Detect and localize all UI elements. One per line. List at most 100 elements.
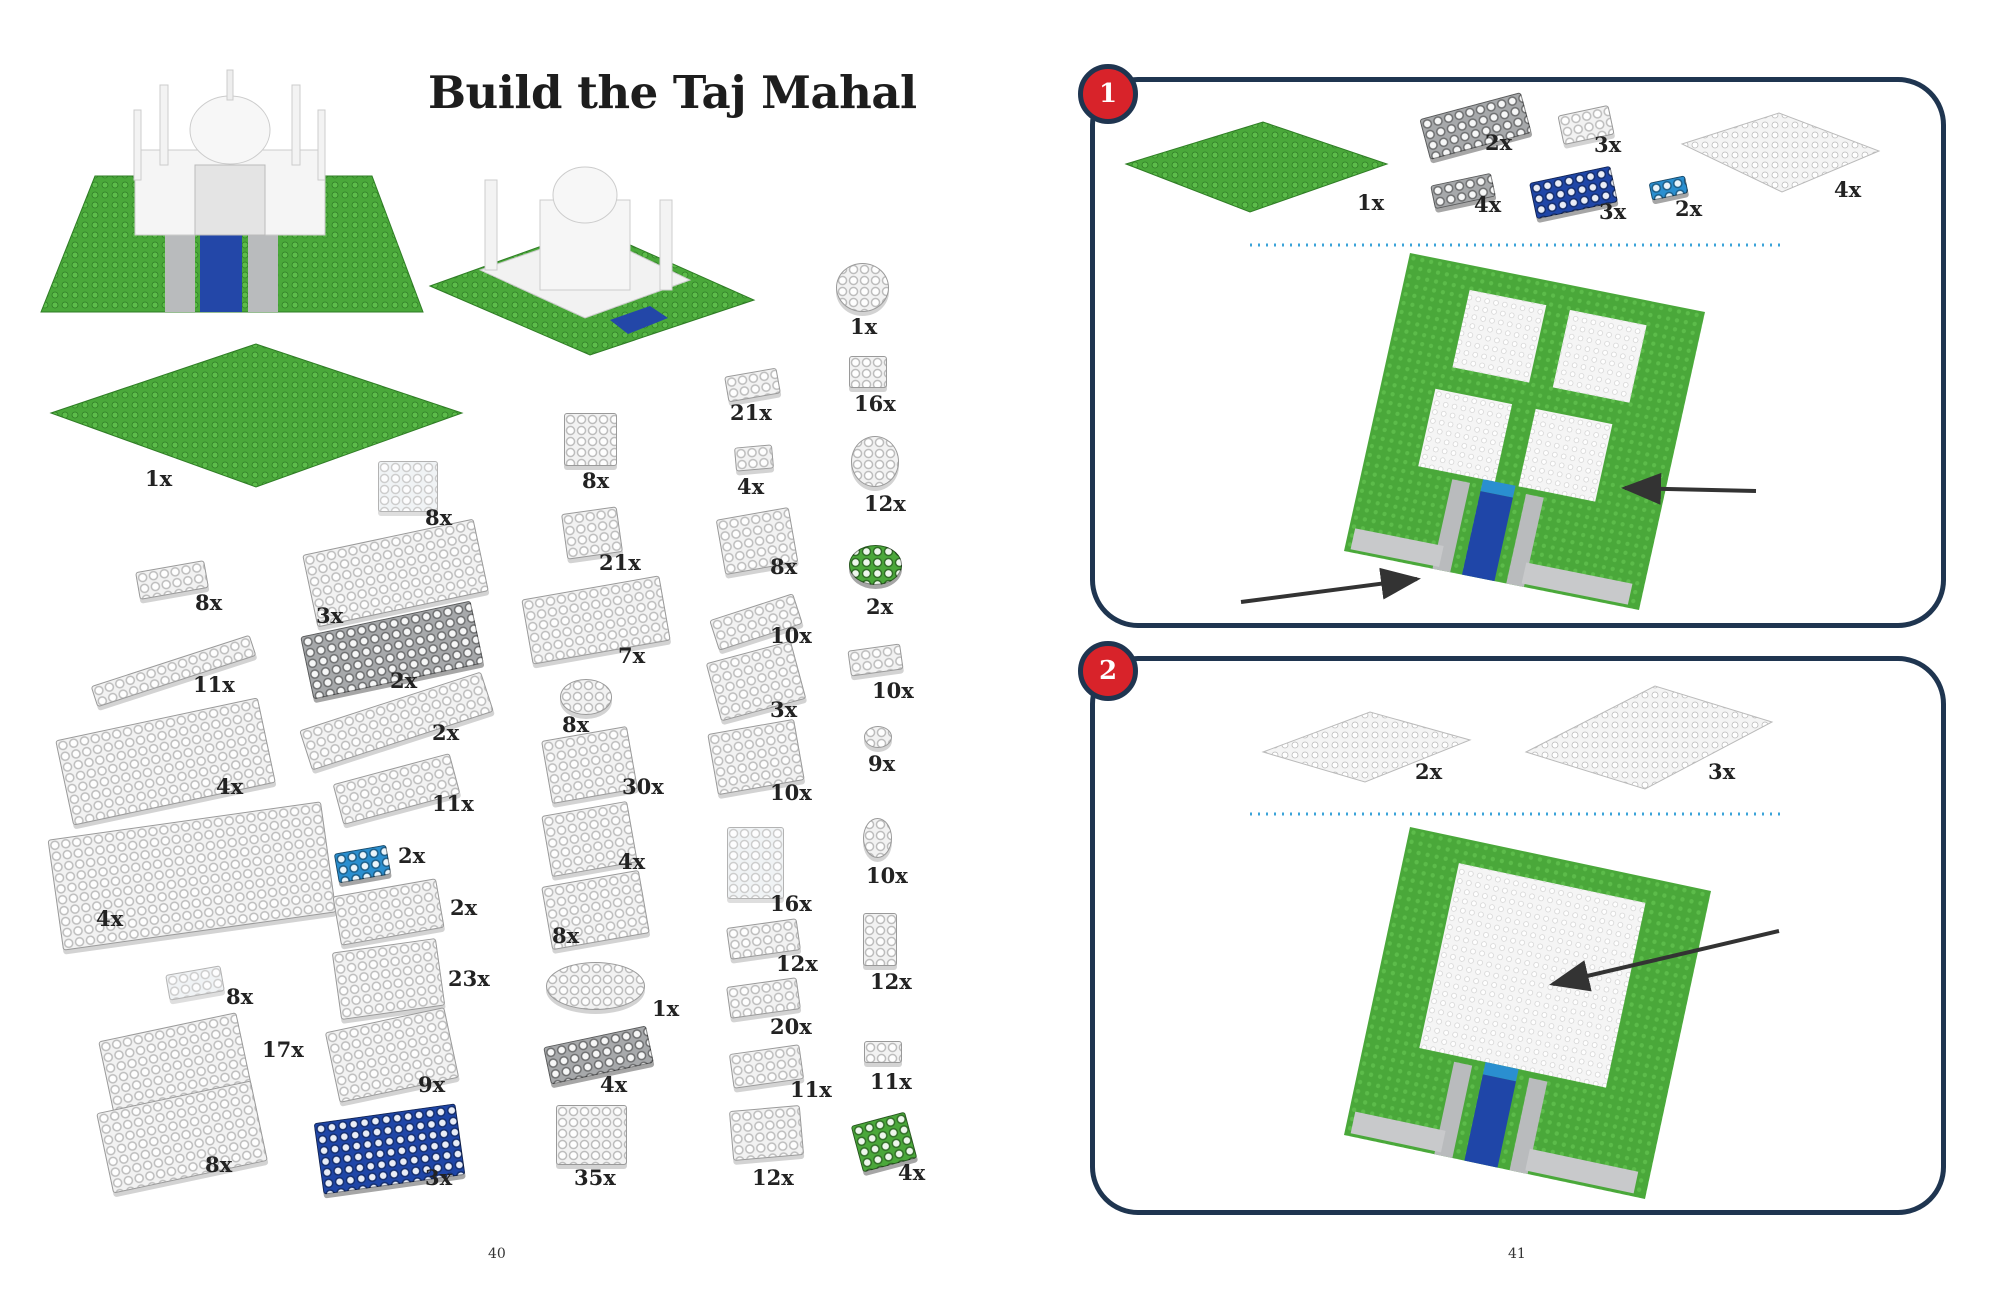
part-quantity-label: 2x [390,668,418,693]
part-quantity-label: 17x [262,1037,304,1062]
part-round-plate-1x1 [864,726,892,748]
part-quantity-label: 11x [870,1069,912,1094]
part-quantity-label: 1x [145,466,173,491]
part-quantity-label: 10x [866,863,908,888]
part-quantity-label: 12x [870,969,912,994]
part-plate-1x2 [165,965,225,1001]
part-quantity-label: 11x [432,791,474,816]
part-quantity-label: 8x [425,505,453,530]
step1-part-quantity-label: 3x [1599,199,1627,224]
part-quantity-label: 9x [418,1072,446,1097]
part-brick-2x2 [728,1105,805,1161]
part-round-plate-4x4 [546,962,645,1010]
part-quantity-label: 4x [618,849,646,874]
part-dome [836,263,889,312]
part-quantity-label: 21x [599,550,641,575]
part-quantity-label: 1x [850,314,878,339]
part-quantity-label: 30x [622,774,664,799]
step1-part [1419,92,1532,160]
step-1-panel [1090,77,1946,628]
part-quantity-label: 35x [574,1165,616,1190]
part-brick-2x4 [331,938,446,1020]
part-quantity-label: 4x [216,774,244,799]
part-quantity-label: 16x [854,391,896,416]
part-curved-slope [564,413,617,466]
part-quantity-label: 8x [195,590,223,615]
part-plate-1x1 [734,444,774,472]
part-round-brick-1x1 [863,818,892,858]
part-quantity-label: 12x [752,1165,794,1190]
part-quantity-label: 16x [770,891,812,916]
part-tile-1x2 [724,367,781,403]
part-quantity-label: 3x [425,1165,453,1190]
step1-part-quantity-label: 2x [1485,130,1513,155]
part-quantity-label: 10x [770,623,812,648]
taj-mahal-model-angled-view [428,166,756,356]
part-quantity-label: 11x [193,672,235,697]
step1-part-quantity-label: 2x [1675,196,1703,221]
part-baseplate-green [49,343,464,488]
part-brick-1x1x2 [863,913,897,966]
page-title: Build the Taj Mahal [428,66,917,119]
part-quantity-label: 8x [770,554,798,579]
part-round-plate-2x2 [560,679,612,715]
part-quantity-label: 23x [448,966,490,991]
part-quantity-label: 4x [96,906,124,931]
part-slope [849,356,887,388]
step1-white-plate-8x8 [1680,112,1881,193]
part-plate-1x2 [333,844,392,884]
step2-white-plate-4x6 [1261,711,1472,783]
part-quantity-label: 12x [776,951,818,976]
page-number-left: 40 [488,1246,506,1262]
part-quantity-label: 3x [770,697,798,722]
part-quantity-label: 8x [552,923,580,948]
part-panel-1x2x3 [727,827,784,899]
part-quantity-label: 8x [226,984,254,1009]
part-brick-2x2 [556,1105,627,1165]
part-quantity-label: 3x [316,603,344,628]
step2-part-quantity-label: 3x [1708,759,1736,784]
step2-assembly-diagram [1343,827,1711,1199]
step2-arrow [1549,929,1780,992]
part-plate-8x8 [47,801,337,951]
part-quantity-label: 8x [205,1152,233,1177]
part-plate-2x4 [332,878,445,946]
part-quantity-label: 2x [450,895,478,920]
step2-white-plate-4x8 [1524,685,1774,790]
part-plant [849,545,902,585]
step-2-panel [1090,656,1946,1215]
step1-part-quantity-label: 3x [1594,132,1622,157]
part-quantity-label: 4x [600,1072,628,1097]
part-quantity-label: 4x [898,1160,926,1185]
part-quantity-label: 2x [866,594,894,619]
step1-part-quantity-label: 4x [1834,177,1862,202]
step1-part-quantity-label: 1x [1357,190,1385,215]
part-tile-2x2 [726,977,801,1019]
part-brick-1x2 [378,461,438,512]
part-quantity-label: 7x [618,643,646,668]
part-quantity-label: 20x [770,1014,812,1039]
step1-assembly-diagram [1343,253,1706,611]
part-tile-1x1 [864,1041,902,1063]
part-quantity-label: 10x [872,678,914,703]
part-quantity-label: 8x [562,712,590,737]
part-quantity-label: 4x [737,474,765,499]
part-quantity-label: 21x [730,400,772,425]
taj-mahal-model-front-view [40,69,424,313]
part-quantity-label: 11x [790,1077,832,1102]
part-quantity-label: 12x [864,491,906,516]
part-quantity-label: 1x [652,996,680,1021]
part-round-brick-2x2 [851,436,899,487]
step1-arrow-left [1240,567,1421,604]
part-quantity-label: 9x [868,751,896,776]
part-quantity-label: 2x [432,720,460,745]
step-1-badge: 1 [1078,64,1138,124]
step1-arrow-right [1621,472,1757,505]
step2-part-quantity-label: 2x [1415,759,1443,784]
step-2-badge: 2 [1078,641,1138,701]
part-tile-2x4 [543,1025,654,1085]
part-quantity-label: 8x [582,468,610,493]
part-plate-4x4 [521,575,671,665]
